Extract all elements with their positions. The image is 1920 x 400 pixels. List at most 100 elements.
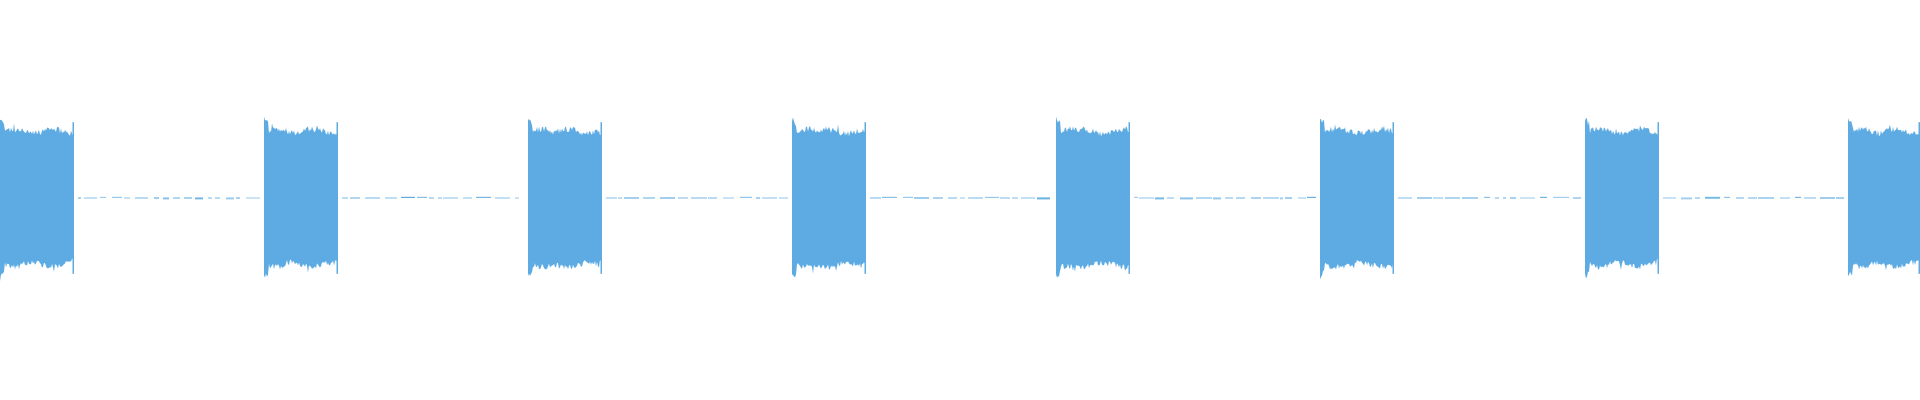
silence-segment [195,197,203,200]
waveform-burst [0,119,74,282]
silence-segment [112,196,122,198]
silence-segment [1196,197,1212,199]
waveform-burst-edge [336,122,338,274]
silence-segment [1180,197,1193,200]
silence-segment [1573,197,1581,199]
silence-segment [1681,197,1692,200]
silence-segment [226,197,234,200]
silence-segment [1540,196,1547,198]
silence-segment [1820,197,1835,199]
silence-segment [914,197,929,199]
silence-segment [903,196,913,198]
silence-segment [236,197,240,199]
waveform-burst [1585,117,1659,279]
silence-segment [184,197,192,199]
silence-segment [1758,197,1774,199]
silence-segment [1484,196,1490,198]
waveform-bursts [0,116,1920,282]
silence-segment [1705,196,1720,199]
silence-segment [606,197,617,199]
silence-segment [968,197,983,199]
silence-segment [84,197,97,199]
silence-segment [1520,197,1535,199]
waveform-burst [792,117,866,278]
silence-segment [1236,197,1245,199]
waveform-burst-edge [600,122,602,274]
waveform-burst-edge [1320,122,1322,274]
waveform-burst [264,116,338,278]
silence-segment [1037,197,1050,200]
silence-segment [1748,197,1757,199]
silence-segment [365,197,380,199]
silence-segment [1139,197,1154,199]
silence-segment [1021,197,1035,199]
waveform-burst-edge [1056,122,1058,274]
waveform-burst-edge [528,122,530,274]
silence-segment [708,197,717,199]
waveform-burst-edge [1585,122,1587,274]
silence-segment [1167,197,1174,199]
silence-segment [1462,197,1478,199]
silence-segment [691,197,707,199]
silence-segment [1510,197,1516,199]
silence-segment [1298,197,1306,199]
silence-segment [1736,197,1744,199]
silence-segment [163,197,169,200]
silence-segment [385,197,397,199]
waveform-burst-edge [864,122,866,274]
silence-segment [173,197,180,199]
silence-segment [135,197,148,199]
silence-segment [1780,197,1790,199]
silence-segment [1503,197,1506,199]
silence-segment [1213,197,1221,200]
silence-segment [1398,197,1412,199]
silence-segment [100,196,106,198]
silence-segment [1155,197,1164,200]
waveform-burst [1848,117,1920,277]
silence-segment [882,196,897,198]
waveform-burst-edge [1918,122,1920,274]
silence-segment [1417,197,1432,199]
silence-segment [1433,197,1443,199]
silence-segment [1012,197,1018,199]
silence-segment [1225,197,1233,199]
waveform-burst [1320,118,1394,280]
silence-segment [618,197,622,199]
silence-segment [756,197,760,199]
silence-segment [1307,196,1316,198]
silence-segment [1251,197,1261,199]
silence-segment [1445,197,1460,199]
waveform-burst-edge [1657,122,1659,274]
silence-segment [429,197,434,199]
silence-segment [443,197,458,199]
silence-segment [1836,197,1844,199]
silence-segment [933,197,943,199]
silence-segment [515,197,519,199]
silence-segment [779,197,788,199]
silence-segment [1695,197,1700,199]
silence-segment [723,197,734,199]
silence-segment [660,197,675,199]
silence-segment [870,197,881,199]
silence-segment [1724,196,1730,198]
silence-segment [762,197,777,199]
waveform-burst-edge [264,122,266,274]
silence-segment [208,197,212,199]
silence-segment [476,196,491,198]
waveform-burst-edge [792,122,794,274]
waveform-burst-edge [1392,122,1394,274]
silence-segment [1263,197,1279,199]
silence-segment [1280,197,1283,200]
silence-segment [154,197,159,199]
silence-segment [215,197,220,199]
silence-segment [678,197,688,199]
silence-segment [960,197,965,199]
silence-segment [1663,197,1676,199]
silence-segment [342,197,348,199]
silence-segment [740,196,752,198]
silence-segment [948,197,957,199]
waveform-burst-edge [72,122,74,274]
silence-segment [643,197,655,199]
